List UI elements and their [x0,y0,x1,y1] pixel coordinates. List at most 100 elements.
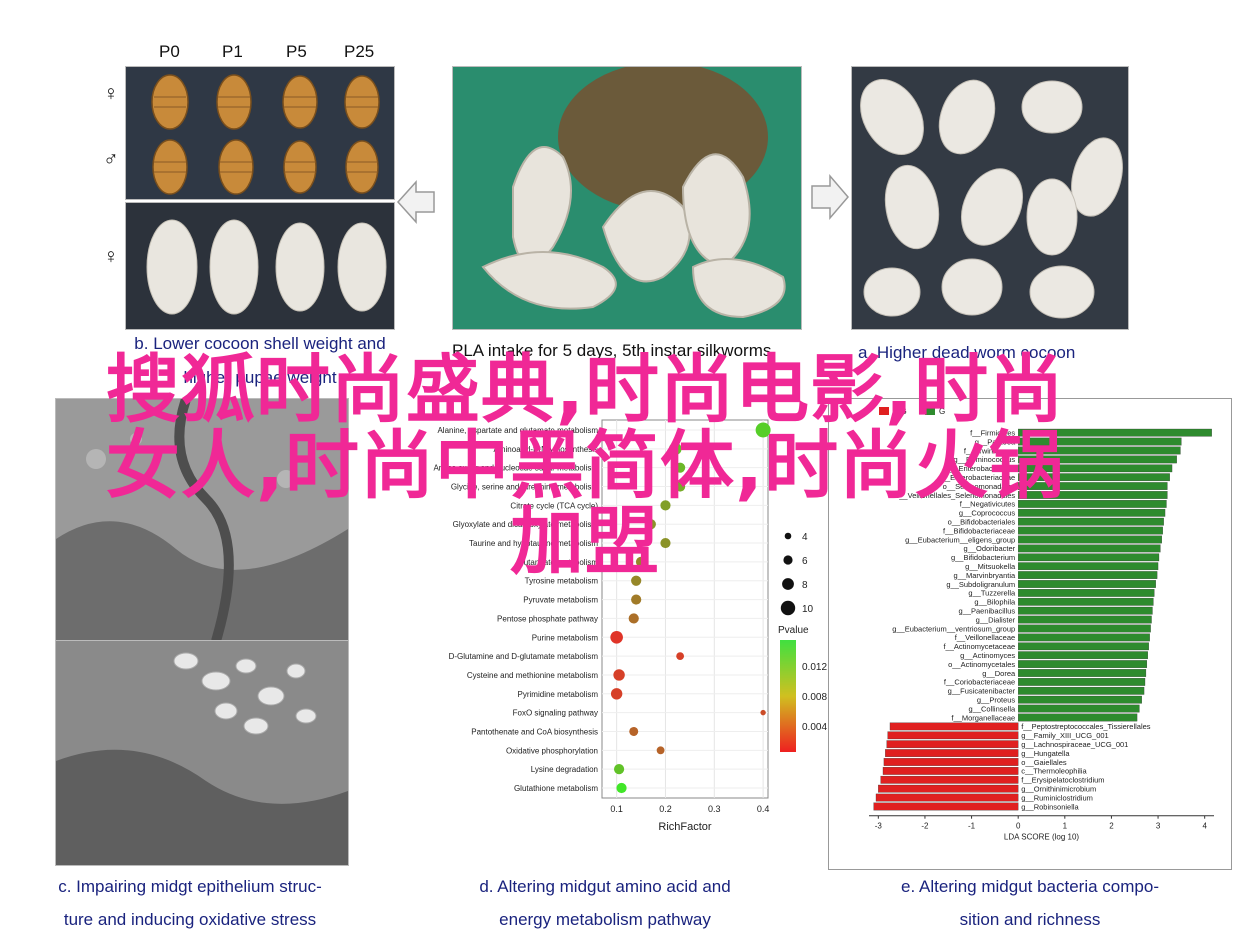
cocoon-image [126,203,394,329]
panel-b-caption-line2: higher pupae weight [183,368,337,387]
x-tick-label: 0.4 [757,804,770,814]
legend-label-g: G [939,407,945,416]
lda-bar-label: g__Bilophila [974,598,1016,607]
lda-bar-label: f__Coriobacteriaceae [944,678,1015,687]
lda-bar-label: f__Peptostreptococcales_Tissierellales [1021,722,1151,731]
lda-bar-label: f__Bifidobacteriaceae [943,526,1015,535]
lda-bar [1018,544,1161,553]
color-legend-title: Pvalue [778,625,809,636]
lda-bar [1018,455,1177,464]
lda-bar-label: o__Actinomycetales [948,660,1015,669]
lda-bar [1018,553,1160,562]
size-legend-dot [780,600,796,616]
size-legend-label: 10 [802,604,814,615]
panel-d-caption-line1: d. Altering midgut amino acid and [479,877,731,896]
lda-bar [1018,500,1167,508]
y-tick-label: Glycine, serine and threonine metabolism [451,483,599,492]
dead-cocoon-image [852,67,1128,329]
panel-d-caption-line2: energy metabolism pathway [499,910,711,929]
x-tick-label: 0.1 [610,804,623,814]
size-legend-label: 4 [802,532,808,543]
lda-x-tick-label: 1 [1063,822,1068,831]
lda-bar-label: g__Marvinbryantia [953,571,1016,580]
lda-bar-label: g__Lachnospiraceae_UCG_001 [1021,740,1128,749]
lda-bar-label: g__Eubacterium__eligens_group [905,535,1015,544]
silkworm-photo [452,66,802,330]
lda-bar [887,731,1019,740]
lda-x-tick-label: -2 [921,822,929,831]
lda-bar [889,722,1019,731]
lda-bar [1018,651,1148,660]
lda-bar [1018,571,1158,579]
panel-c-caption-line2: ture and inducing oxidative stress [63,910,317,929]
female-symbol-cocoon: ♀ [103,245,119,268]
bubble-point [676,652,685,661]
pupae-photo [125,66,395,200]
tem-micrograph-top [55,398,349,642]
lda-bar-label: g__Collinsella [968,704,1016,713]
silkworm-image [453,67,801,329]
size-legend-dot [782,578,794,590]
lda-x-tick-label: -1 [968,822,976,831]
lda-bar-label: o__Enterobacterales [946,464,1015,473]
lda-bar-label: f__Veillonellaceae [955,633,1015,642]
lda-bar-label: g__Proteus [977,696,1016,705]
bubble-point [660,537,671,549]
lda-bar [1018,642,1149,651]
lda-bar [1018,562,1159,571]
lda-bar [1018,606,1153,615]
bubble-point [645,519,656,530]
color-legend-bar [780,640,796,752]
tem-image-top [56,399,348,641]
y-tick-label: Pyrimidine metabolism [518,690,599,699]
lda-bar [882,767,1019,775]
bubble-point [628,613,639,624]
lda-bar [880,775,1019,784]
lda-x-axis-label: LDA SCORE (log 10) [1004,833,1079,842]
lda-bar [885,749,1019,757]
silkworm-title: PLA intake for 5 days, 5th instar silkwo… [452,341,772,360]
y-tick-label: D-Glutamine and D-glutamate metabolism [449,652,599,661]
tem-micrograph-bottom [55,640,349,866]
y-tick-label: Pyruvate metabolism [523,596,598,605]
y-tick-label: Lysine degradation [531,765,598,774]
lda-bar [1018,589,1155,597]
lda-bar [878,784,1019,793]
lda-bar [873,802,1019,811]
lda-bar-label: g__Hungatella [1021,749,1070,758]
lda-bar [1018,597,1154,606]
lda-bar [1018,669,1147,677]
panel-b-caption-line1: b. Lower cocoon shell weight and [134,334,386,353]
y-tick-label: Oxidative phosphorylation [506,746,598,755]
panel-c-caption-line1: c. Impairing midgt epithelium struc- [58,877,322,896]
lda-bar-label: g__Paenibacillus [958,607,1015,616]
y-tick-label: Amino sugar and nucleotide sugar metabol… [433,464,598,473]
y-tick-label: Pentose phosphate pathway [497,614,598,623]
lda-x-tick-label: -3 [875,822,883,831]
lda-bar-label: f__Erwiniaceae [964,446,1015,455]
bubble-point [668,442,682,456]
header-label-p1: P1 [222,42,243,61]
y-tick-label: Alanine, aspartate and glutamate metabol… [437,426,598,435]
lda-bar [1018,482,1168,490]
lda-bar [1018,446,1181,455]
lda-bar-label: g__Dialister [976,615,1016,624]
header-label-p0: P0 [159,42,180,61]
size-legend-label: 8 [802,580,808,591]
y-tick-label: Aminoacyl-tRNA biosynthesis [494,445,598,454]
size-legend-dot [784,532,792,540]
panel-a-header: P0 P1 P5 P25 [125,40,395,64]
lda-bar [1018,535,1162,544]
lda-bar-label: g__Ruminococcus [953,455,1015,464]
bubble-point [613,669,625,681]
lda-bar-label: c__Thermoleophilia [1021,767,1087,776]
plot-frame [601,419,769,799]
y-tick-label: Cysteine and methionine metabolism [467,671,599,680]
legend-swatch-wg [879,407,889,415]
lda-x-tick-label: 0 [1016,822,1021,831]
lda-bar [1018,686,1145,695]
y-tick-label: Glyoxylate and dicarboxylate metabolism [453,520,599,529]
